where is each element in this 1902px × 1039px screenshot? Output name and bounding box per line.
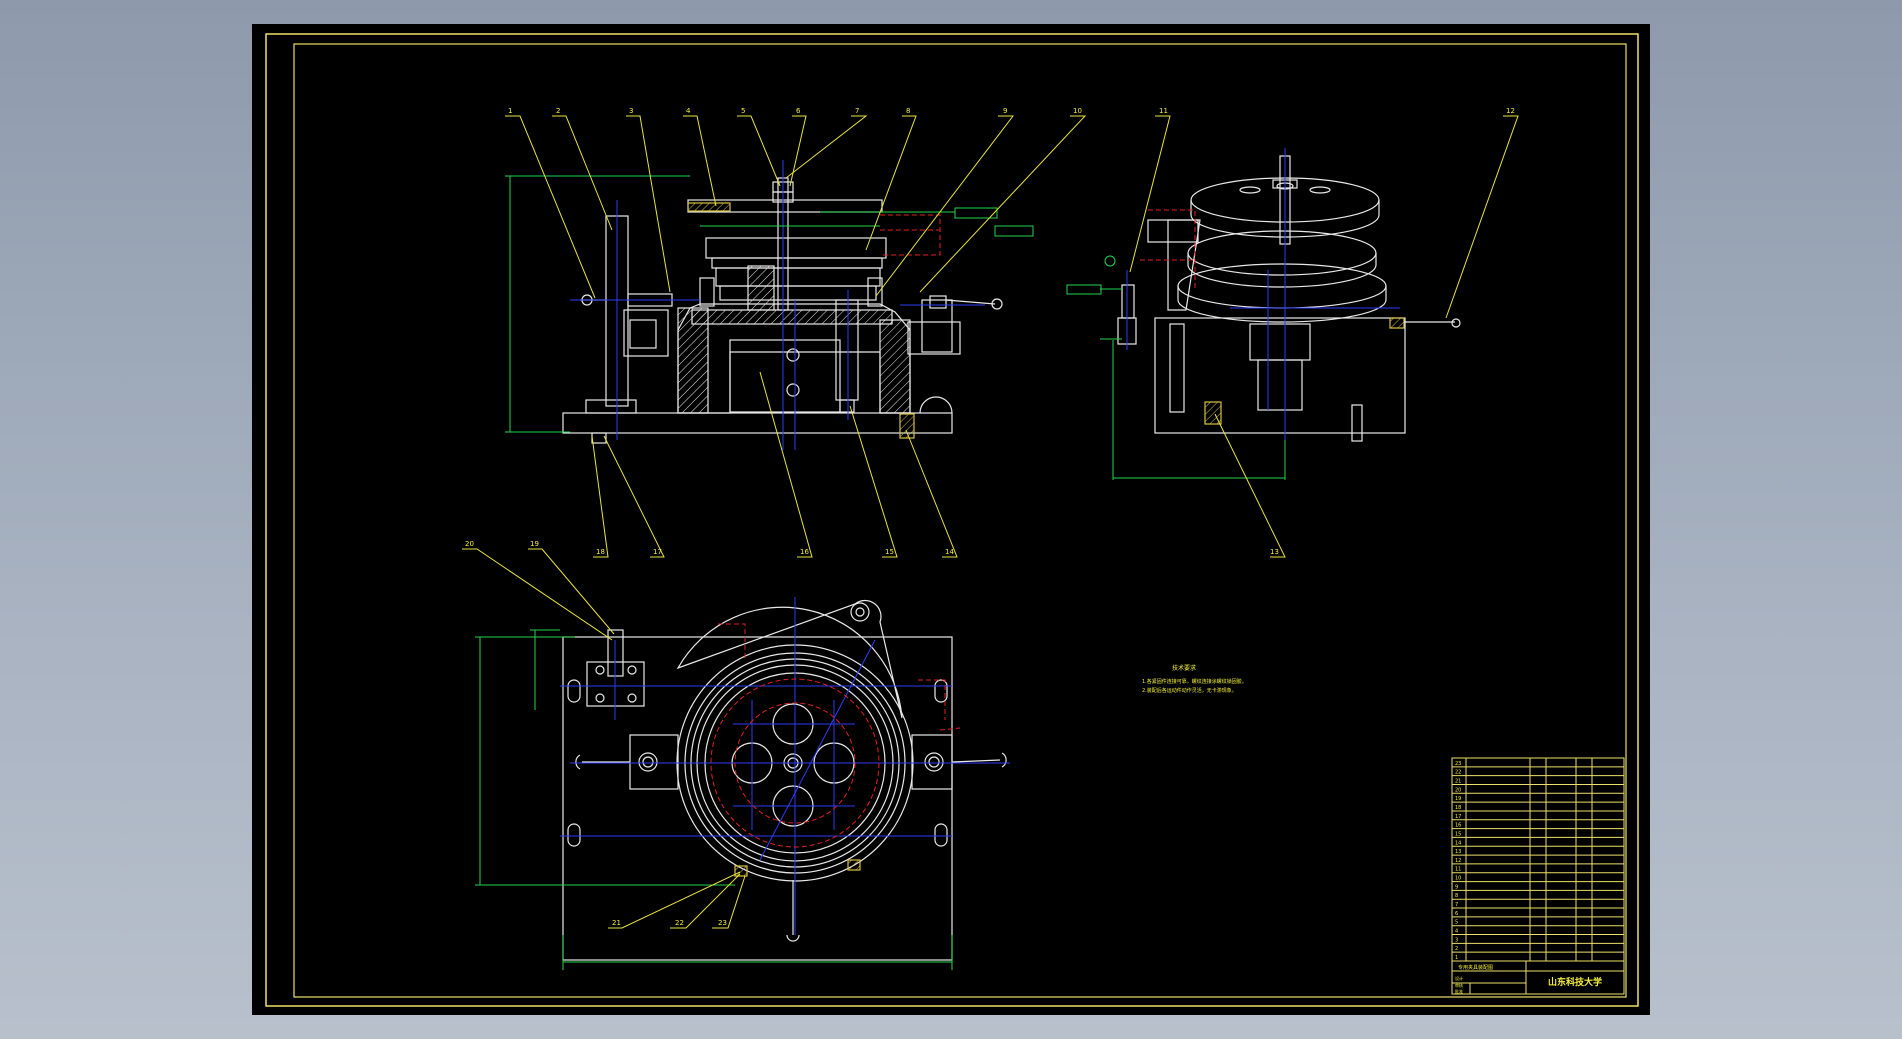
technical-notes: 技术要求 1.各紧固件连接可靠，螺纹连接涂螺纹锁固胶。 2.装配后各运动件动作灵… <box>1142 664 1247 694</box>
balloon-8: 8 <box>906 107 910 115</box>
bom-row-number: 18 <box>1455 805 1461 811</box>
balloon-labels-plan: 20 19 21 22 23 <box>465 540 727 927</box>
plan-view-dimensions <box>475 629 953 970</box>
balloon-5: 5 <box>741 107 745 115</box>
sheet-inner-border <box>293 43 1627 998</box>
leader-lines <box>462 115 1519 929</box>
bom-row-number: 22 <box>1455 770 1461 776</box>
drawing-sheet <box>252 24 1650 1015</box>
bom-row-number: 20 <box>1455 787 1461 793</box>
school-name: 山东科技大学 <box>1548 976 1602 988</box>
balloon-17: 17 <box>653 548 662 556</box>
side-view-centerlines <box>1126 148 1400 470</box>
balloon-9: 9 <box>1003 107 1007 115</box>
balloon-labels-top: 1 2 3 4 5 6 7 8 9 10 <box>508 107 1082 115</box>
balloon-11: 11 <box>1159 107 1168 115</box>
bom-row-number: 23 <box>1455 761 1461 767</box>
balloon-12: 12 <box>1506 107 1515 115</box>
title-block-label-design: 设计 <box>1455 975 1463 981</box>
balloon-2: 2 <box>556 107 560 115</box>
balloon-7: 7 <box>855 107 859 115</box>
plan-view-hidden-lines <box>710 623 961 848</box>
bom-row-number: 19 <box>1455 796 1461 802</box>
bom-row-number: 7 <box>1455 902 1458 908</box>
title-block <box>1451 960 1625 995</box>
notes-line-1: 1.各紧固件连接可靠，螺纹连接涂螺纹锁固胶。 <box>1142 678 1247 685</box>
bom-row-number: 2 <box>1455 946 1458 952</box>
bom-row-number: 4 <box>1455 929 1458 935</box>
title-block-label-approve: 批准 <box>1455 988 1463 994</box>
balloon-22: 22 <box>675 919 684 927</box>
balloon-labels-front-bottom: 18 17 16 15 14 <box>596 548 954 556</box>
notes-title: 技术要求 <box>1172 664 1196 672</box>
side-view-dimensions <box>1066 255 1286 480</box>
balloon-1: 1 <box>508 107 512 115</box>
bom-row-number: 5 <box>1455 920 1458 926</box>
bom-row-number: 3 <box>1455 937 1458 943</box>
front-view-hidden-lines <box>880 214 941 256</box>
bom-row-number: 1 <box>1455 955 1458 961</box>
bom-row-number: 10 <box>1455 876 1461 882</box>
front-view-dimensions <box>505 175 1034 433</box>
balloon-13: 13 <box>1270 548 1279 556</box>
bom-row-number: 14 <box>1455 840 1461 846</box>
balloon-4: 4 <box>686 107 691 115</box>
bom-table <box>1451 757 1625 962</box>
balloon-21: 21 <box>612 919 621 927</box>
title-block-label-review: 审核 <box>1455 982 1463 988</box>
side-view-hidden-lines <box>1140 209 1196 290</box>
bom-row-number: 12 <box>1455 858 1461 864</box>
balloon-6: 6 <box>796 107 801 115</box>
notes-line-2: 2.装配后各运动件动作灵活，无卡滞现象。 <box>1142 687 1237 694</box>
balloon-3: 3 <box>629 107 633 115</box>
drawing-name: 专用夹具装配图 <box>1458 964 1493 971</box>
balloon-19: 19 <box>530 540 539 548</box>
bom-row-number: 21 <box>1455 778 1461 784</box>
balloon-18: 18 <box>596 548 605 556</box>
bom-row-number: 17 <box>1455 814 1461 820</box>
bom-row-number: 9 <box>1455 884 1458 890</box>
bom-row-number: 8 <box>1455 893 1458 899</box>
balloon-10: 10 <box>1073 107 1082 115</box>
balloon-16: 16 <box>800 548 809 556</box>
balloon-15: 15 <box>885 548 894 556</box>
bom-row-number: 15 <box>1455 831 1461 837</box>
bom-row-number: 11 <box>1455 867 1461 873</box>
balloon-labels-side: 11 12 13 <box>1159 107 1515 556</box>
sheet-outer-border <box>265 33 1639 1007</box>
bom-row-number: 6 <box>1455 911 1458 917</box>
front-view-centerlines <box>570 160 985 450</box>
bom-row-number: 16 <box>1455 823 1461 829</box>
balloon-20: 20 <box>465 540 474 548</box>
balloon-23: 23 <box>718 919 727 927</box>
balloon-14: 14 <box>945 548 954 556</box>
bom-row-number: 13 <box>1455 849 1461 855</box>
